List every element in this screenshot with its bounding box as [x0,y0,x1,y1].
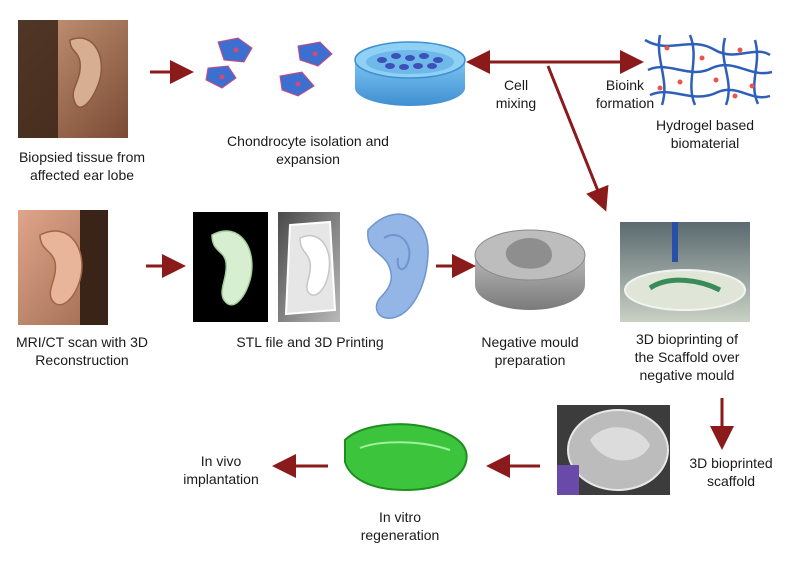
label-chondrocyte: Chondrocyte isolation and expansion [227,133,389,167]
bioprinting-photo-icon [620,222,750,322]
ear-lobe-photo-icon [18,20,128,138]
ear-scan-photo-icon [18,210,108,325]
label-mri: MRI/CT scan with 3D Reconstruction [16,334,148,368]
label-stl: STL file and 3D Printing [236,334,384,350]
label-bioprinting: 3D bioprinting of the Scaffold over nega… [634,331,740,383]
hydrogel-network-icon [644,34,773,106]
label-hydrogel: Hydrogel based biomaterial [655,117,755,151]
label-in-vitro: In vitro regeneration [360,509,440,543]
label-bioprinted-scaffold: 3D bioprinted scaffold [689,455,773,489]
label-negative-mould: Negative mould preparation [481,334,579,368]
printed-ear-mould-icon [278,212,340,322]
bioprinted-scaffold-photo-icon [557,405,670,495]
negative-mould-icon [474,229,586,310]
arrow-to-bioprinting [546,65,609,212]
chondrocyte-cells-icon [205,37,333,97]
label-biopsy: Biopsied tissue from affected ear lobe [18,149,146,183]
label-cell-mixing: Cell mixing [495,77,537,111]
label-in-vivo: In vivo implantation [183,453,259,487]
stl-ear-model-icon [193,212,268,322]
label-bioink: Bioink formation [595,77,655,111]
culture-dish-icon [354,41,466,106]
green-gel-scaffold-icon [344,423,468,492]
blue-ear-print-icon [367,213,429,319]
